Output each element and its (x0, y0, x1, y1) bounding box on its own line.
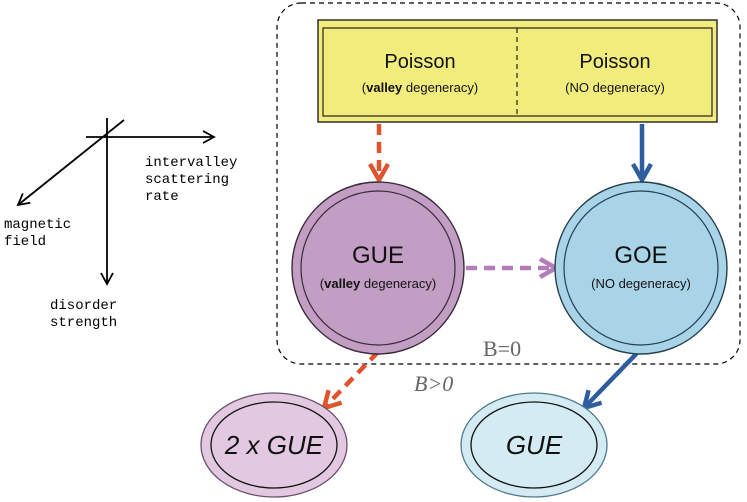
x-axis-label: intervalley scattering rate (145, 155, 246, 205)
gue-valley-title: GUE (352, 242, 404, 269)
blue-arrow-goe-to-gue (584, 350, 640, 408)
diagonal-axis-label: magnetic field (4, 217, 80, 250)
red-arrow-gue-to-2gue (324, 350, 380, 408)
b-zero-region (276, 2, 741, 365)
goe-subtitle: (NO degeneracy) (591, 276, 691, 291)
poisson-left-subtitle: (valley degeneracy) (362, 80, 478, 95)
gue-single-node: GUE (460, 392, 608, 498)
poisson-left-title: Poisson (384, 51, 455, 73)
gue-single-title: GUE (506, 430, 563, 460)
axes-diagram: intervalley scattering rate magnetic fie… (4, 118, 246, 331)
gue-valley-node: GUE (valley degeneracy) (291, 181, 465, 355)
diagonal-axis-arrow (16, 119, 125, 207)
poisson-box: Poisson (valley degeneracy) Poisson (NO … (317, 19, 718, 123)
poisson-right-subtitle: (NO degeneracy) (565, 80, 665, 95)
two-gue-node: 2 x GUE (200, 392, 348, 498)
two-gue-title: 2 x GUE (224, 430, 324, 460)
gue-valley-subtitle: (valley degeneracy) (320, 276, 436, 291)
b-positive-label: B>0 (414, 371, 453, 396)
poisson-right-title: Poisson (579, 51, 650, 73)
b-zero-label: B=0 (483, 336, 521, 361)
y-axis-label: disorder strength (50, 298, 126, 331)
goe-node: GOE (NO degeneracy) (554, 181, 728, 355)
goe-title: GOE (614, 242, 667, 269)
